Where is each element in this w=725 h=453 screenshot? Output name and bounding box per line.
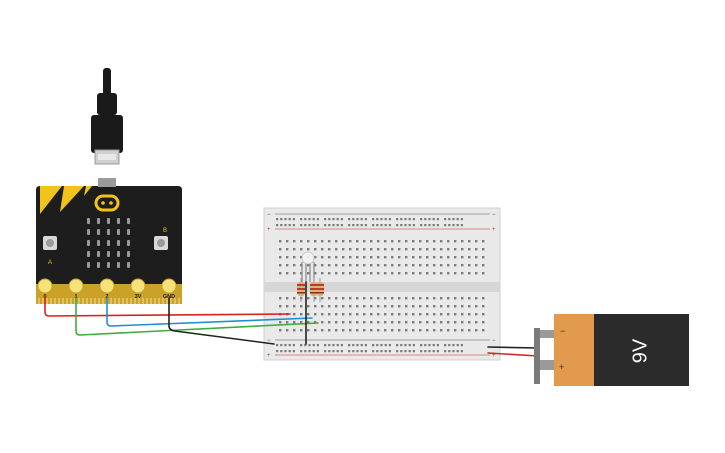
led-pixel <box>87 251 90 257</box>
wire-blue <box>106 297 313 327</box>
led-pixel <box>107 262 110 268</box>
led-pixel <box>117 262 120 268</box>
battery-9v: − + 9V <box>534 314 689 386</box>
wire-red <box>44 297 291 317</box>
resistor-icon <box>297 278 324 302</box>
battery-plus-label: + <box>559 362 564 372</box>
pin-1[interactable]: 1 <box>68 278 84 300</box>
led-pixel <box>97 218 100 224</box>
pin-3v[interactable]: 3V <box>130 278 146 300</box>
wire-black <box>168 297 275 345</box>
resistor-1 <box>297 278 305 302</box>
led-pixel <box>97 240 100 246</box>
rail-plus-top: + <box>267 227 271 233</box>
rail-minus-top: − <box>267 212 271 218</box>
led-pixel <box>117 218 120 224</box>
breadboard: − + − + − + − + <box>263 207 501 361</box>
wire-green <box>75 297 319 336</box>
rail-minus-top-right: − <box>492 212 496 218</box>
led-pixel <box>87 262 90 268</box>
led-pixel <box>97 229 100 235</box>
button-b-label: B <box>163 228 167 234</box>
wire-battery-black <box>487 346 539 349</box>
wire-battery-red <box>487 352 539 357</box>
resistor-3 <box>316 278 324 302</box>
led-pixel <box>127 240 130 246</box>
led-pixel <box>97 262 100 268</box>
pin-0[interactable]: 0 <box>37 278 53 300</box>
wires <box>44 281 539 357</box>
button-a-label: A <box>48 260 52 266</box>
rgb-led-icon <box>301 251 315 282</box>
button-a[interactable]: A <box>43 236 57 266</box>
led-pixel <box>117 251 120 257</box>
led-pixel <box>117 240 120 246</box>
led-pixel <box>127 229 130 235</box>
rail-minus-bottom-right: − <box>492 338 496 344</box>
led-pixel <box>107 229 110 235</box>
button-b[interactable]: B <box>154 228 168 250</box>
led-pixel <box>127 218 130 224</box>
pin-gnd[interactable]: GND <box>161 278 177 300</box>
led-matrix-icon <box>87 218 130 268</box>
led-pixel <box>87 229 90 235</box>
led-pixel <box>107 251 110 257</box>
pin-label: 3V <box>135 294 142 300</box>
rail-plus-bottom-right: + <box>492 353 496 359</box>
led-pixel <box>127 251 130 257</box>
pin-label: 0 <box>43 294 46 300</box>
rail-plus-bottom: + <box>267 353 271 359</box>
microbit-corner-left <box>40 186 62 214</box>
led-pixel <box>107 218 110 224</box>
microbit-logo-icon <box>94 194 120 212</box>
pin-label: 1 <box>74 294 77 300</box>
battery-minus-label: − <box>560 326 565 336</box>
rail-minus-bottom: − <box>267 338 271 344</box>
led-pixel <box>97 251 100 257</box>
battery-voltage-label: 9V <box>629 338 651 363</box>
pin-label: GND <box>163 294 175 300</box>
led-pixel <box>87 240 90 246</box>
led-pixel <box>87 218 90 224</box>
led-pixel <box>117 229 120 235</box>
led-pixel <box>107 240 110 246</box>
pin-label: 2 <box>105 294 108 300</box>
pin-2[interactable]: 2 <box>99 278 115 300</box>
microbit-board: A B 0 1 2 3V GND <box>36 178 182 304</box>
usb-cable-icon <box>91 68 123 165</box>
rail-plus-top-right: + <box>492 227 496 233</box>
led-pixel <box>127 262 130 268</box>
